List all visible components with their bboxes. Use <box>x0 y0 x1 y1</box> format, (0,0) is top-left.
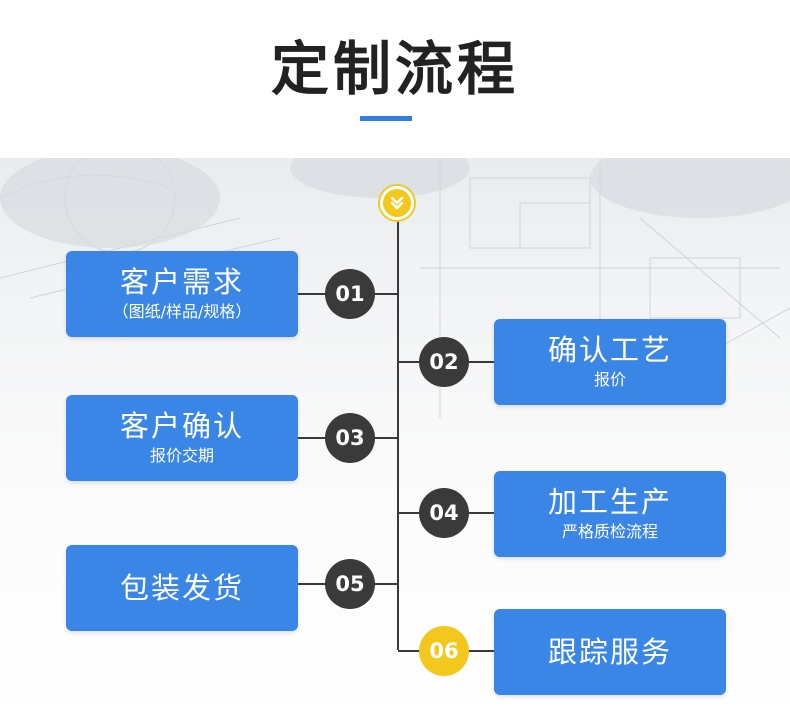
step-card-02: 确认工艺 报价 <box>494 319 726 405</box>
step-number-06: 06 <box>419 626 469 676</box>
step-subtitle: （图纸/样品/规格） <box>112 302 252 321</box>
step-number-04: 04 <box>419 488 469 538</box>
step-title: 包装发货 <box>119 571 244 605</box>
step-title: 跟踪服务 <box>547 635 672 669</box>
step-number-05: 05 <box>325 559 375 609</box>
page-title: 定制流程 <box>270 35 519 103</box>
step-subtitle: 严格质检流程 <box>561 522 658 541</box>
step-subtitle: 报价交期 <box>149 446 214 465</box>
step-card-06: 跟踪服务 <box>494 609 726 695</box>
step-number-01: 01 <box>325 269 375 319</box>
timeline-axis <box>397 204 399 650</box>
step-title: 客户确认 <box>119 409 244 443</box>
step-subtitle: 报价 <box>593 370 626 389</box>
title-underline <box>360 116 412 121</box>
step-number-02: 02 <box>419 337 469 387</box>
step-title: 确认工艺 <box>547 333 672 367</box>
step-card-01: 客户需求 （图纸/样品/规格） <box>66 251 298 337</box>
step-number-03: 03 <box>325 413 375 463</box>
step-title: 客户需求 <box>119 265 244 299</box>
step-card-05: 包装发货 <box>66 545 298 631</box>
step-card-03: 客户确认 报价交期 <box>66 395 298 481</box>
timeline-start-node <box>380 186 414 220</box>
chevron-double-down-icon <box>390 196 404 210</box>
step-title: 加工生产 <box>547 485 672 519</box>
step-card-04: 加工生产 严格质检流程 <box>494 471 726 557</box>
